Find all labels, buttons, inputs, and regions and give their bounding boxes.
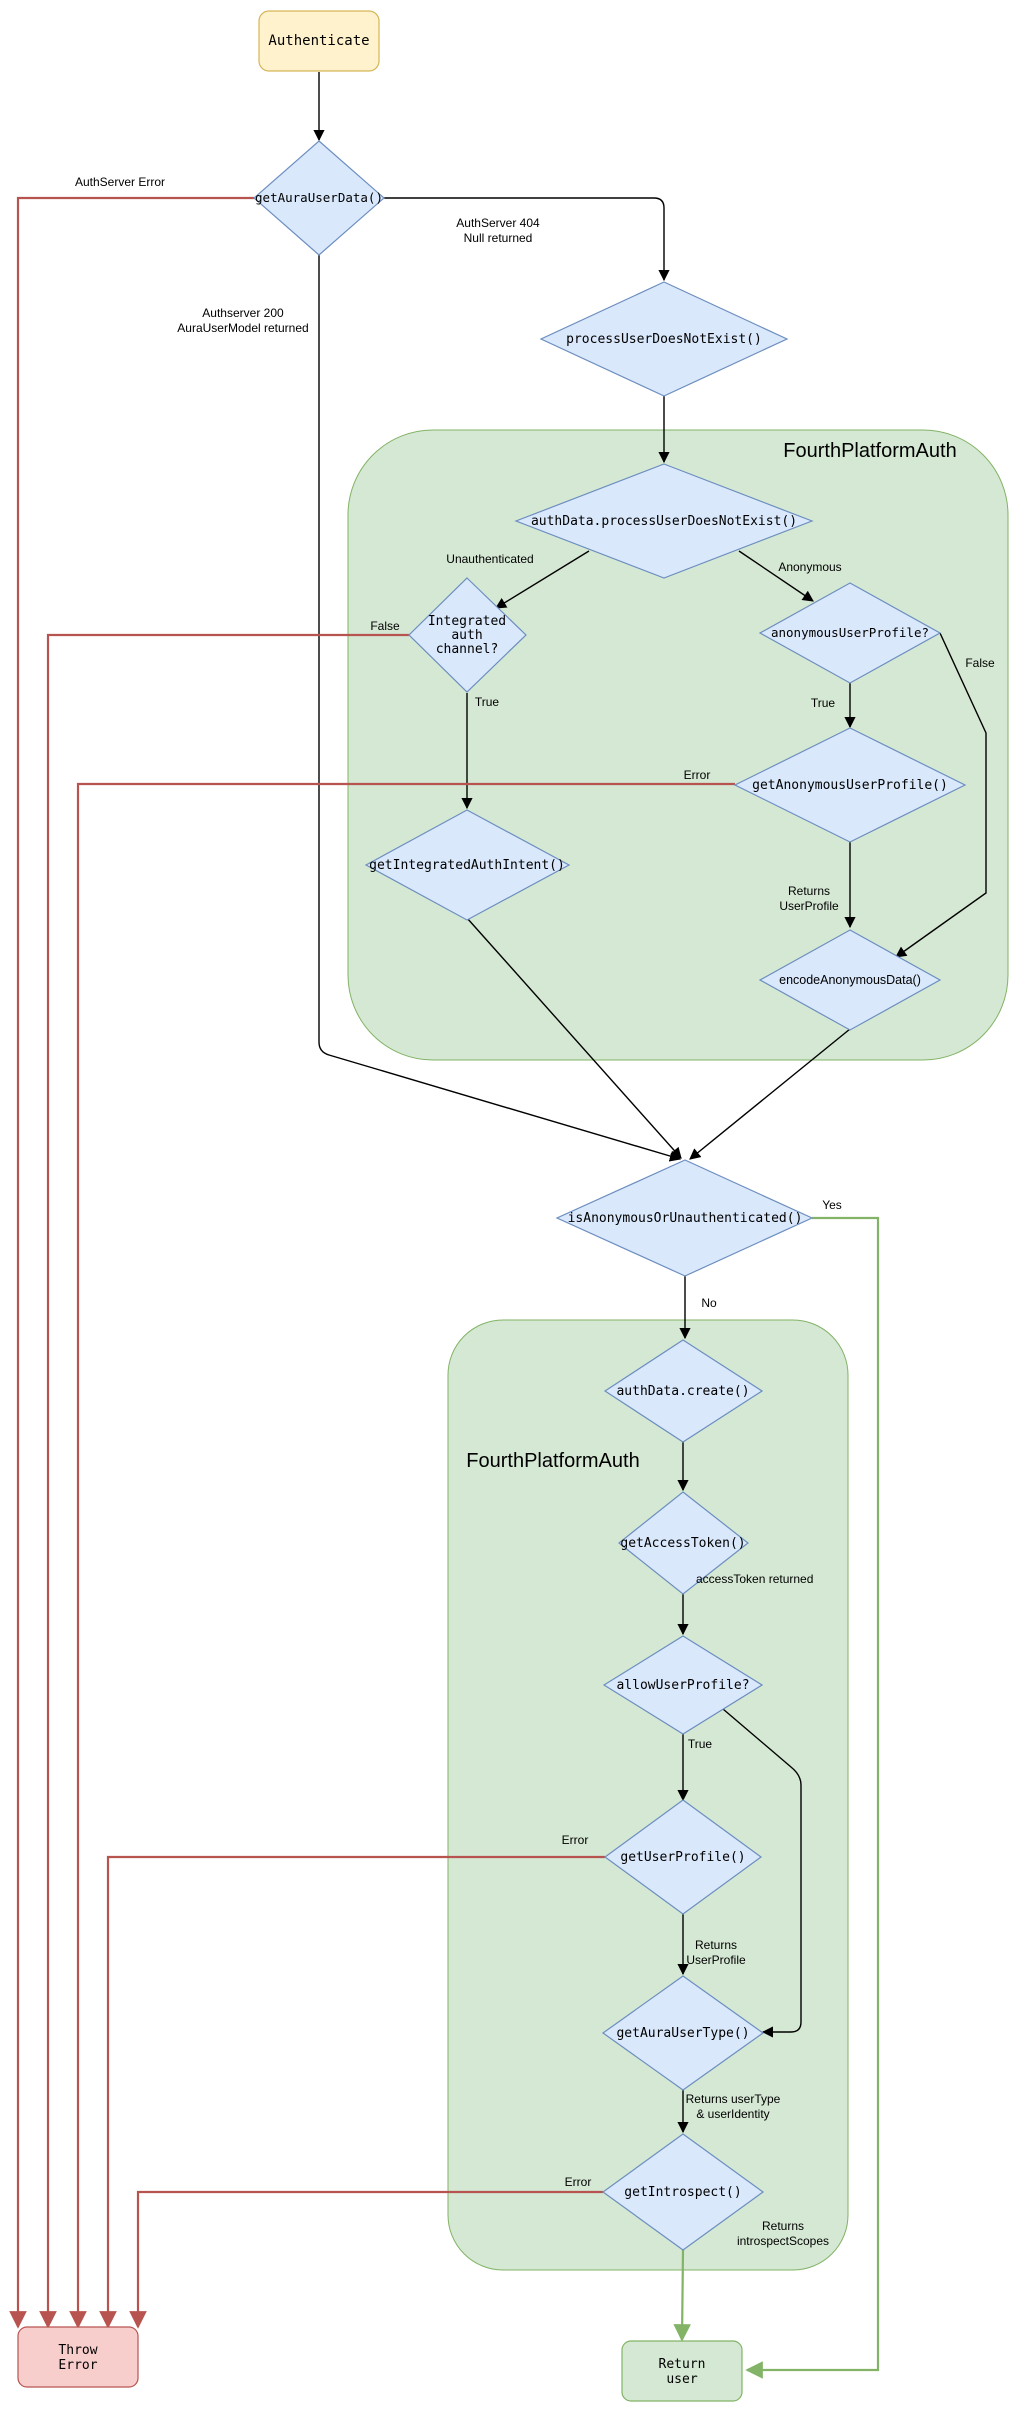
node-return-user-line-1: Return: [659, 2357, 706, 2372]
node-throw-error: [17, 2326, 139, 2388]
node-authenticate: [258, 10, 380, 72]
node-authenticate-label: Authenticate: [268, 33, 369, 49]
edge-success-isanonymous-yes: [745, 1216, 880, 2379]
label-anonymoususerprofile: anonymousUserProfile?: [771, 625, 929, 640]
label-encodeanonymousdata: encodeAnonymousData(): [779, 973, 921, 987]
edge-getintegratedauthintent-to-isanonymous: [466, 917, 682, 1159]
node-throw-error-line-1: Throw: [58, 2343, 97, 2358]
edge-allowuserprofile-to-getaurausertype: [722, 1708, 802, 2038]
edge-error-integrated-false: [39, 633, 409, 2329]
node-getuserprofile: [603, 1799, 763, 1915]
edge-getaurauserdata-to-processuserdoesnotexist: [384, 197, 670, 282]
edge-anonymousprofile-to-encode-false: [895, 632, 987, 958]
node-isanonymousorunauthenticated: [555, 1159, 814, 1277]
edge-error-getaurauserdata: [9, 196, 254, 2329]
edge-authdataprocess-to-integrated: [495, 550, 590, 609]
label-isanonymousorunauthenticated: isAnonymousOrUnauthenticated(): [568, 1211, 803, 1226]
node-getaurausertype: [601, 1975, 765, 2091]
label-getanonymoususerprofile: getAnonymousUserProfile(): [752, 778, 948, 793]
edge-label-false-anonymous: False: [965, 656, 995, 670]
edge-label-no: No: [701, 1296, 717, 1310]
edge-label-returns-userprofile-bottom-line-1: Returns: [695, 1938, 737, 1952]
edge-error-getuserprofile: [99, 1855, 605, 2329]
label-authdatacreate: authData.create(): [616, 1384, 749, 1399]
node-integratedauthchannel: [408, 577, 527, 693]
node-getanonymoususerprofile: [733, 727, 967, 843]
label-getuserprofile: getUserProfile(): [620, 1850, 745, 1865]
node-authdatacreate: [603, 1339, 764, 1443]
edge-label-accesstoken-returned: accessToken returned: [696, 1572, 813, 1586]
edge-label-returns-introspectscopes-line-2: introspectScopes: [737, 2234, 829, 2248]
edge-label-true-integrated: True: [475, 695, 500, 709]
edge-label-returns-userprofile-bottom-line-2: UserProfile: [686, 1953, 746, 1967]
edge-label-returns-usertype-line-2: & userIdentity: [696, 2107, 769, 2121]
node-return-user-line-2: user: [666, 2372, 697, 2387]
node-processuserdoesnotexist: [539, 281, 789, 397]
edge-label-returns-usertype-line-1: Returns userType: [686, 2092, 781, 2106]
edge-encode-to-isanonymous: [689, 1028, 851, 1160]
node-throw-error-line-2: Error: [58, 2358, 97, 2373]
edge-error-getintrospect: [129, 2190, 603, 2329]
edge-label-returns-userprofile-top-line-1: Returns: [788, 884, 830, 898]
group-title-top: FourthPlatformAuth: [783, 440, 956, 462]
edge-label-authserver-200-line-2: AuraUserModel returned: [177, 321, 308, 335]
label-authdataprocessuserdoesnotexist: authData.processUserDoesNotExist(): [531, 514, 797, 529]
node-getintrospect: [601, 2133, 765, 2251]
node-allowuserprofile: [602, 1635, 764, 1735]
edge-label-authserver-404-line-1: AuthServer 404: [456, 216, 540, 230]
edge-label-true-anonymous: True: [811, 696, 836, 710]
label-integrated-line-2: auth: [451, 628, 482, 643]
edge-label-false-integrated: False: [370, 619, 400, 633]
label-processuserdoesnotexist: processUserDoesNotExist(): [566, 332, 762, 347]
edge-label-error-userprofile: Error: [562, 1833, 589, 1847]
edge-error-getanonymousprofile: [69, 782, 735, 2329]
label-allowuserprofile: allowUserProfile?: [616, 1678, 749, 1693]
node-anonymoususerprofile: [758, 582, 942, 684]
edge-label-error-anonymous-profile: Error: [684, 768, 711, 782]
label-integrated-line-3: channel?: [436, 642, 499, 657]
node-getaurauserdata: [253, 140, 385, 256]
label-getintrospect: getIntrospect(): [624, 2185, 741, 2200]
edge-label-true-allow: True: [688, 1737, 713, 1751]
edge-label-returns-userprofile-top-line-2: UserProfile: [779, 899, 839, 913]
node-encodeanonymousdata: [758, 929, 942, 1031]
edge-label-authserver-404-line-2: Null returned: [464, 231, 533, 245]
edge-success-getintrospect: [673, 2249, 691, 2342]
edge-getaurauserdata-to-isanonymous: [318, 255, 682, 1162]
edge-label-authserver-200-line-1: Authserver 200: [202, 306, 284, 320]
group-title-bottom: FourthPlatformAuth: [466, 1450, 639, 1472]
node-return-user: [621, 2340, 743, 2402]
edge-label-anonymous: Anonymous: [778, 560, 841, 574]
edge-authdataprocess-to-anonymousprofile: [738, 550, 814, 602]
edge-label-error-introspect: Error: [565, 2175, 592, 2189]
edge-label-yes: Yes: [822, 1198, 842, 1212]
edge-label-unauthenticated: Unauthenticated: [446, 552, 533, 566]
label-integrated-line-1: Integrated: [428, 614, 506, 629]
node-authdataprocessuserdoesnotexist: [514, 463, 814, 579]
node-getintegratedauthintent: [364, 809, 571, 921]
node-getaccesstoken: [618, 1491, 749, 1595]
label-getaccesstoken: getAccessToken(): [620, 1536, 745, 1551]
edge-label-returns-introspectscopes-line-1: Returns: [762, 2219, 804, 2233]
label-getaurauserdata: getAuraUserData(): [255, 190, 383, 205]
label-getintegratedauthintent: getIntegratedAuthIntent(): [369, 858, 565, 873]
edge-label-authserver-error: AuthServer Error: [75, 175, 165, 189]
label-getaurausertype: getAuraUserType(): [616, 2026, 749, 2041]
